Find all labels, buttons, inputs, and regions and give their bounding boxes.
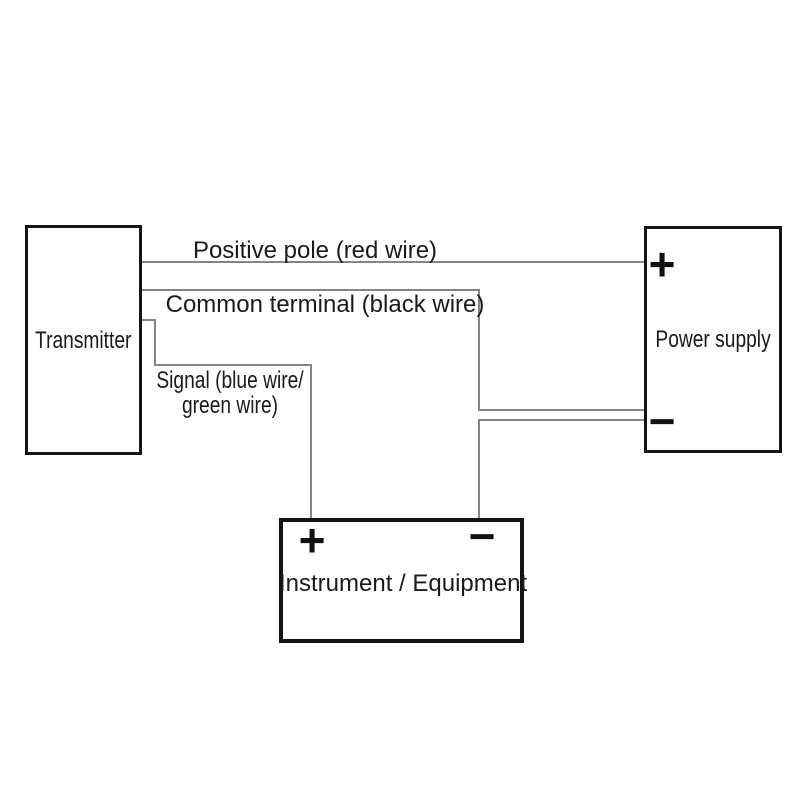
- power-supply-plus-icon: +: [648, 238, 676, 290]
- common-wire-label: Common terminal (black wire): [165, 291, 485, 318]
- wire-minus-vertical: [478, 419, 480, 520]
- wire-common-h1: [142, 289, 480, 291]
- wire-common-h2: [478, 409, 646, 411]
- signal-wire-label-line2: green wire): [181, 392, 279, 419]
- positive-wire-label: Positive pole (red wire): [192, 237, 438, 264]
- instrument-box: [279, 518, 524, 643]
- power-supply-box: Power supply: [644, 226, 782, 453]
- wire-signal-v1: [154, 319, 156, 366]
- wire-positive: [142, 261, 646, 263]
- power-supply-minus-icon: −: [648, 395, 676, 447]
- instrument-minus-icon: −: [468, 510, 496, 562]
- instrument-plus-icon: +: [298, 514, 326, 566]
- wire-signal-h2: [154, 364, 312, 366]
- wire-common-vertical: [478, 289, 480, 410]
- wire-minus-h: [478, 419, 646, 421]
- wire-signal-v2: [310, 364, 312, 521]
- power-supply-label: Power supply: [655, 326, 771, 353]
- instrument-label: Instrument / Equipment: [279, 570, 528, 597]
- wire-signal-h1: [142, 319, 156, 321]
- transmitter-label: Transmitter: [35, 326, 132, 354]
- transmitter-box: Transmitter: [25, 225, 142, 455]
- signal-wire-label-line1: Signal (blue wire/: [156, 367, 304, 394]
- signal-wire-label: Signal (blue wire/ green wire): [125, 368, 335, 418]
